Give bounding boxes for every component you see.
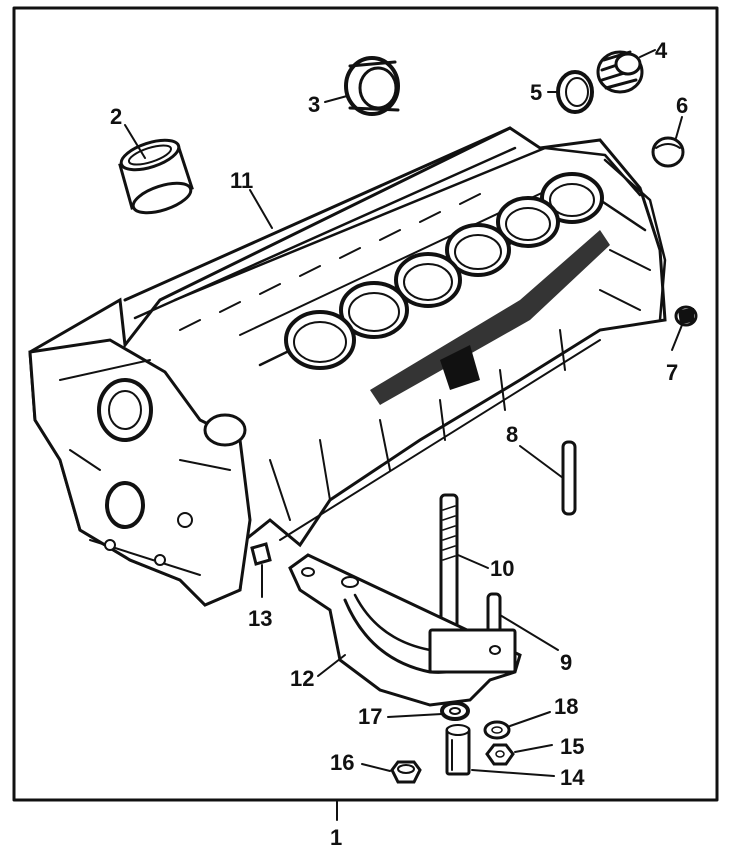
- part-3-ring: [344, 56, 400, 116]
- part-13-block: [250, 542, 272, 566]
- part-4-threaded-plug: [596, 50, 644, 94]
- callout-1: 1: [330, 825, 342, 850]
- callout-13: 13: [248, 606, 272, 631]
- callout-6: 6: [676, 93, 688, 118]
- callout-11: 11: [230, 168, 253, 193]
- part-2-bushing: [118, 138, 194, 215]
- callout-3: 3: [308, 92, 320, 117]
- callout-12: 12: [290, 666, 314, 691]
- part-17-washer: [440, 701, 470, 721]
- part-8-dowel-pin: [561, 440, 577, 516]
- part-16-nut: [390, 760, 422, 784]
- callout-8: 8: [506, 422, 518, 447]
- part-18-washer: [483, 720, 511, 740]
- callouts: 1 2 3 4 5 6 7 8 9 10 11 12 13 14 15 16 1…: [110, 38, 688, 850]
- callout-10: 10: [490, 556, 514, 581]
- callout-17: 17: [358, 704, 382, 729]
- callout-5: 5: [530, 80, 542, 105]
- callout-9: 9: [560, 650, 572, 675]
- callout-15: 15: [560, 734, 584, 759]
- part-7-plug: [674, 305, 698, 327]
- callout-18: 18: [554, 694, 578, 719]
- callout-2: 2: [110, 104, 122, 129]
- callout-16: 16: [330, 750, 354, 775]
- callout-4: 4: [655, 38, 668, 63]
- engine-block: [28, 126, 667, 607]
- callout-7: 7: [666, 360, 678, 385]
- leader-lines: [124, 49, 683, 821]
- diagram-frame: [12, 6, 719, 802]
- part-12-bearing-cap: [288, 553, 522, 707]
- part-15-nut: [485, 743, 515, 766]
- callout-14: 14: [560, 765, 585, 790]
- part-14-sleeve: [445, 724, 471, 776]
- part-6-expansion-plug: [651, 136, 685, 168]
- part-5-seal-ring: [556, 70, 594, 114]
